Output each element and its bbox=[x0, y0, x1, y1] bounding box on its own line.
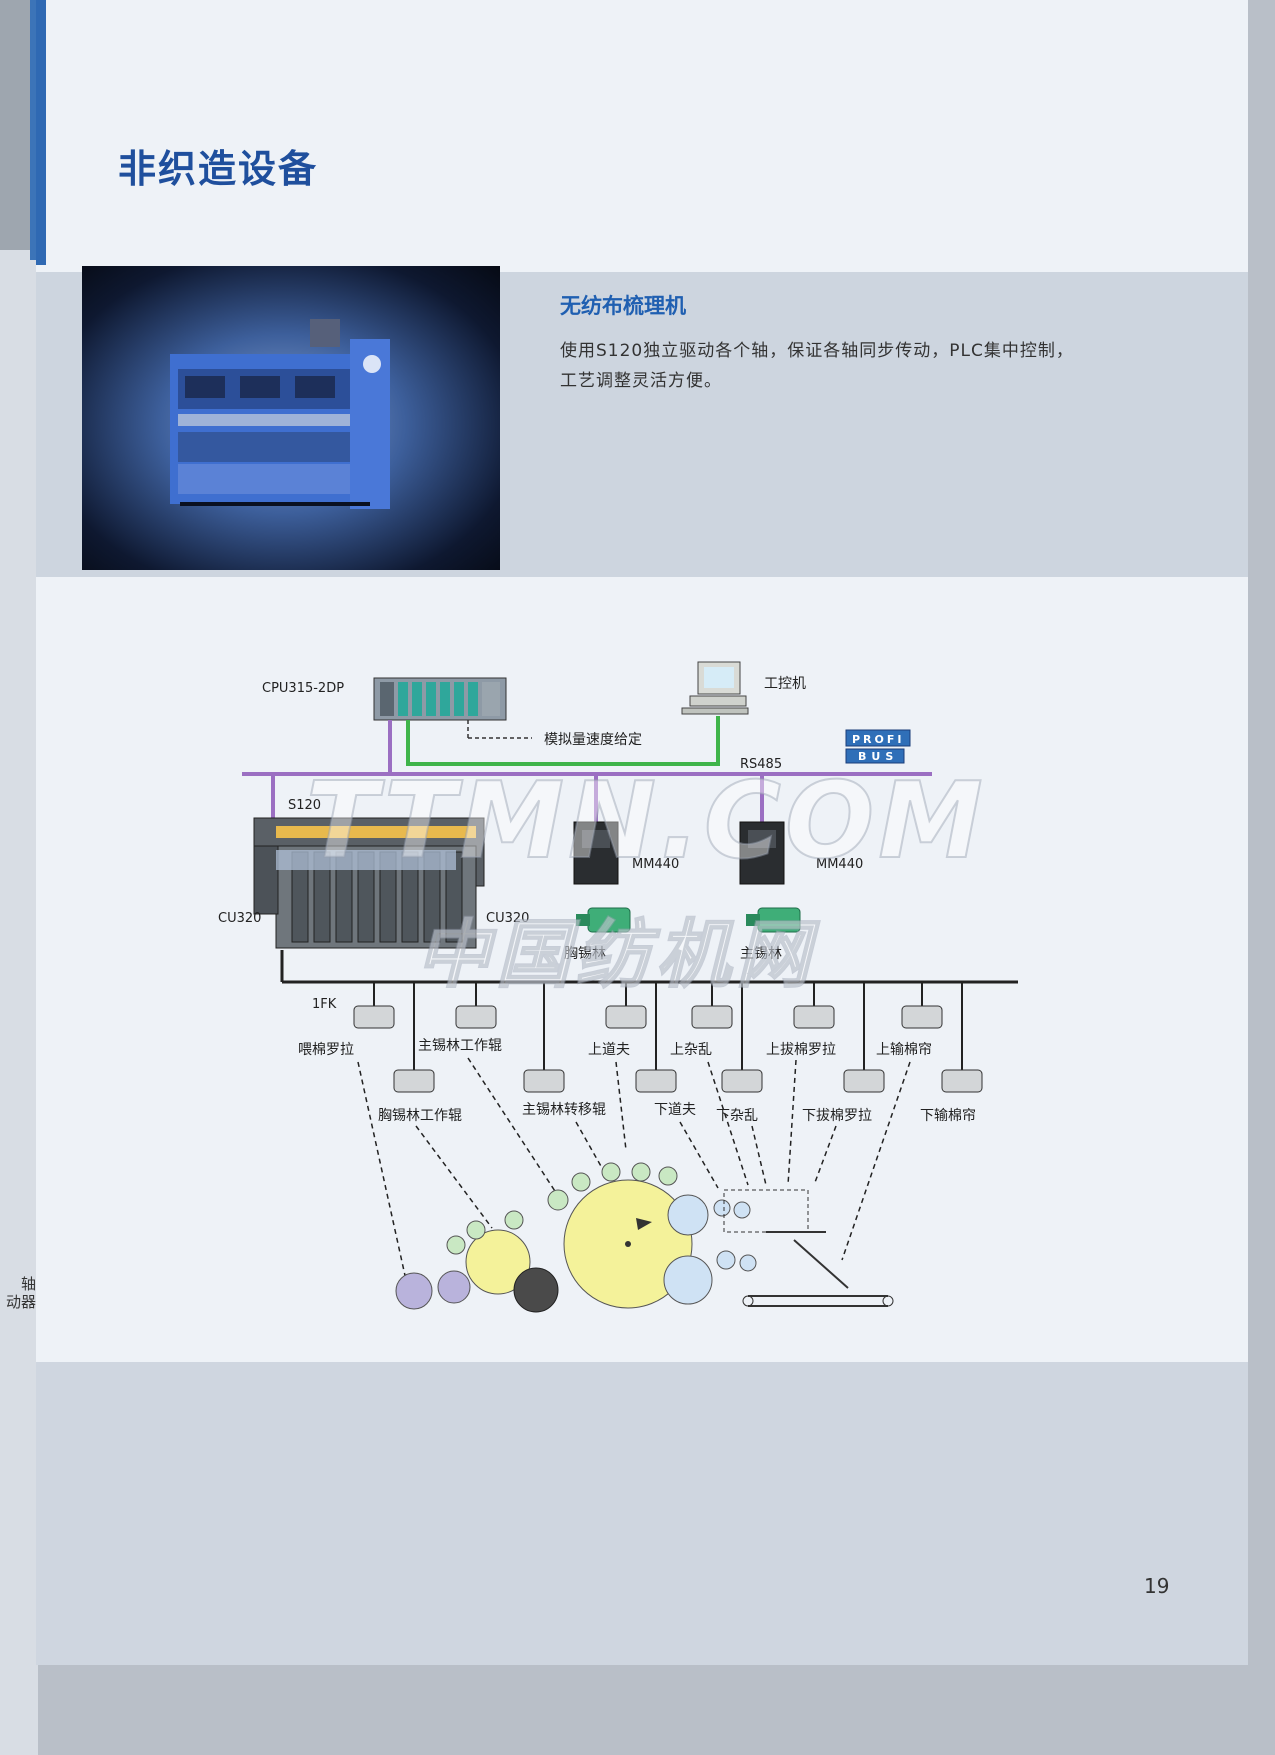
adjacent-page-edge: 轴 动器 bbox=[0, 0, 38, 1755]
cu320-right-label: CU320 bbox=[486, 911, 529, 926]
footer-band bbox=[36, 1362, 1248, 1665]
mm440-drive-b bbox=[739, 821, 785, 885]
s120-drive-rack bbox=[253, 817, 485, 949]
machine-photo bbox=[82, 266, 500, 570]
page-number: 19 bbox=[1144, 1574, 1170, 1598]
analog-setpoint-label: 模拟量速度给定 bbox=[544, 732, 642, 748]
profibus-bottom-text: BUS bbox=[858, 750, 898, 763]
carding-machine-illustration bbox=[160, 314, 400, 524]
motor-label-feed-roller: 喂棉罗拉 bbox=[298, 1041, 354, 1058]
breast-cylinder-motor bbox=[576, 907, 631, 933]
brochure-page: 非织造设备 无纺布梳理机 使用S120独立驱动各个轴，保证各轴同步传动，PLC集… bbox=[36, 0, 1248, 1665]
plc-cpu-icon bbox=[373, 677, 507, 721]
s120-label: S120 bbox=[288, 798, 321, 813]
cu320-left-label: CU320 bbox=[218, 911, 261, 926]
servo-motor-row-lower bbox=[393, 1069, 983, 1093]
profibus-top-text: PROFI bbox=[852, 733, 905, 746]
motor-label-lower-stripping: 下拔棉罗拉 bbox=[802, 1107, 872, 1124]
cpu-label: CPU315-2DP bbox=[262, 681, 344, 696]
motor-label-lower-conveyor: 下输棉帘 bbox=[920, 1107, 976, 1124]
industrial-pc-icon bbox=[681, 661, 749, 715]
motor-label-upper-doffer: 上道夫 bbox=[588, 1042, 630, 1058]
motor-label-breast-worker: 胸锡林工作辊 bbox=[378, 1108, 462, 1124]
mm440-a-label: MM440 bbox=[632, 857, 679, 872]
roller-link-lines bbox=[357, 1057, 911, 1281]
motor-label-upper-conveyor: 上输棉帘 bbox=[876, 1041, 932, 1058]
mm440-drive-a bbox=[573, 821, 619, 885]
motor-label-lower-doffer: 下道夫 bbox=[654, 1102, 696, 1118]
mm440-b-label: MM440 bbox=[816, 857, 863, 872]
adjacent-page-stripe bbox=[30, 0, 38, 260]
pc-label: 工控机 bbox=[764, 676, 806, 692]
servo-drops bbox=[373, 982, 963, 1070]
adjacent-text-line-2: 动器 bbox=[5, 1293, 36, 1311]
motor-label-lower-random: 下杂乱 bbox=[716, 1108, 758, 1124]
servo-motor-row-upper bbox=[353, 1005, 943, 1029]
rs485-label: RS485 bbox=[740, 757, 782, 772]
product-description: 使用S120独立驱动各个轴，保证各轴同步传动，PLC集中控制，工艺调整灵活方便。 bbox=[560, 341, 1074, 391]
profibus-logo: PROFI BUS bbox=[845, 729, 911, 764]
motor-label-main-transfer: 主锡林转移辊 bbox=[522, 1102, 606, 1118]
main-cylinder-motor bbox=[746, 907, 801, 933]
fk-label: 1FK bbox=[312, 997, 337, 1012]
motor-label-main-worker: 主锡林工作辊 bbox=[418, 1038, 502, 1054]
accent-bar bbox=[36, 0, 46, 265]
motor-label-upper-stripping: 上拔棉罗拉 bbox=[766, 1041, 836, 1058]
adjacent-page-text: 轴 动器 bbox=[0, 1275, 36, 1311]
machine-svg bbox=[170, 319, 390, 509]
adjacent-page-photo bbox=[0, 0, 30, 250]
carding-roller-schematic bbox=[395, 1162, 894, 1313]
motor-label-upper-random: 上杂乱 bbox=[670, 1042, 712, 1058]
control-system-diagram: CPU315-2DP 工控机 模拟量速度给定 RS485 PROFI BUS bbox=[218, 661, 1018, 1313]
adjacent-text-line-1: 轴 bbox=[20, 1275, 36, 1293]
page-title: 非织造设备 bbox=[118, 147, 319, 191]
product-name: 无纺布梳理机 bbox=[560, 294, 686, 318]
motor-a-label: 胸锡林 bbox=[564, 946, 606, 962]
motor-b-label: 主锡林 bbox=[740, 946, 782, 962]
